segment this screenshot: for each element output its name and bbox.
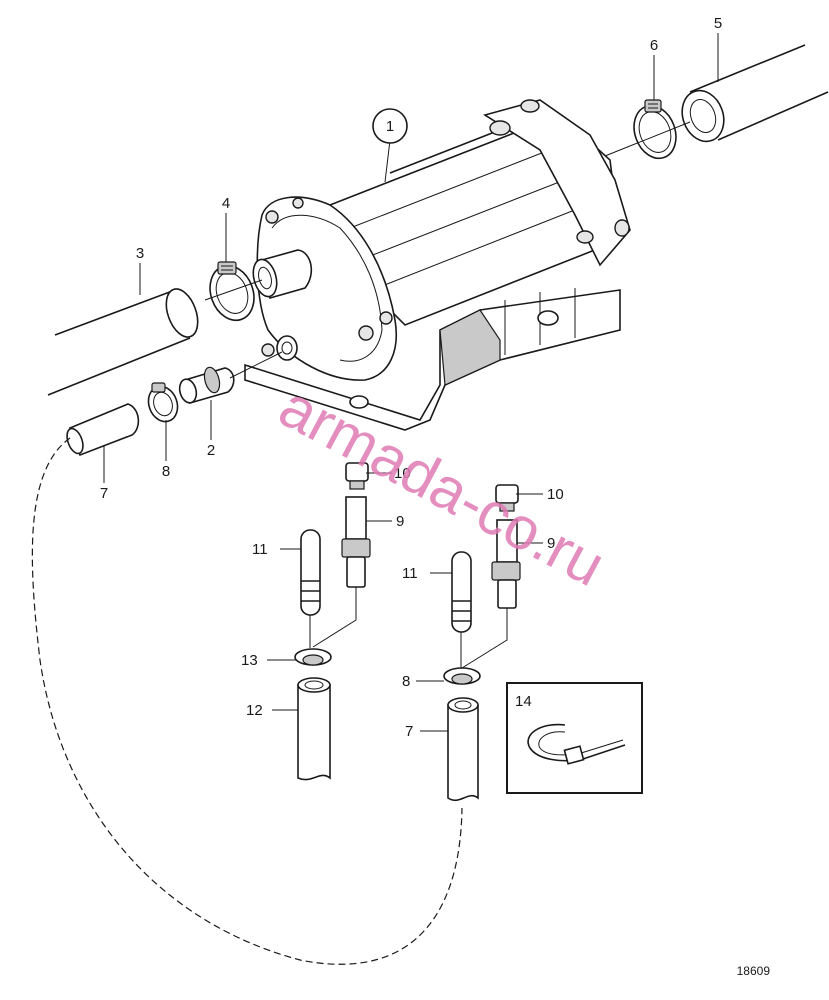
pipe-11-left bbox=[300, 529, 321, 616]
drawing-number: 18609 bbox=[737, 964, 771, 978]
callout-2: 2 bbox=[207, 442, 215, 459]
callout-6: 6 bbox=[650, 37, 658, 54]
clamp-8-lower bbox=[443, 667, 481, 685]
callout-5: 5 bbox=[714, 15, 722, 32]
routing-dashed-line bbox=[31, 437, 463, 965]
nipple-9-right bbox=[491, 519, 521, 609]
callout-13: 13 bbox=[241, 652, 258, 669]
callout-1-circle bbox=[372, 108, 408, 144]
callout-12: 12 bbox=[246, 702, 263, 719]
callout-7-lower: 7 bbox=[405, 723, 413, 740]
hose-7-upper bbox=[66, 403, 140, 457]
callout-11-left: 11 bbox=[252, 541, 268, 558]
callout-11-right: 11 bbox=[402, 565, 418, 582]
callout-3: 3 bbox=[136, 245, 144, 262]
inset-box-14 bbox=[506, 682, 643, 794]
clamp-13 bbox=[294, 648, 332, 666]
hose-5 bbox=[681, 44, 829, 143]
plug-10-right bbox=[495, 484, 519, 512]
hose-clamp-4 bbox=[209, 261, 255, 322]
callout-14: 14 bbox=[515, 693, 532, 710]
callout-7-upper: 7 bbox=[100, 485, 108, 502]
callout-8-lower: 8 bbox=[402, 673, 410, 690]
nipple-9-left bbox=[341, 496, 371, 588]
callout-10-left: 10 bbox=[394, 465, 411, 482]
hose-clamp-6 bbox=[633, 99, 677, 160]
plug-10-left bbox=[345, 462, 369, 490]
callout-4: 4 bbox=[222, 195, 230, 212]
hose-7-lower bbox=[447, 697, 479, 802]
nipple-2 bbox=[178, 366, 235, 405]
hose-3 bbox=[47, 288, 199, 396]
callout-9-left: 9 bbox=[396, 513, 404, 530]
leader-lines bbox=[103, 33, 719, 732]
callout-10-right: 10 bbox=[547, 486, 564, 503]
callout-9-right: 9 bbox=[547, 535, 555, 552]
pipe-11-right bbox=[451, 551, 472, 633]
callout-1: 1 bbox=[386, 118, 394, 135]
hose-clamp-8-upper bbox=[147, 382, 179, 423]
callout-8-upper: 8 bbox=[162, 463, 170, 480]
heat-exchanger-housing bbox=[244, 99, 631, 431]
hose-12 bbox=[297, 677, 331, 781]
